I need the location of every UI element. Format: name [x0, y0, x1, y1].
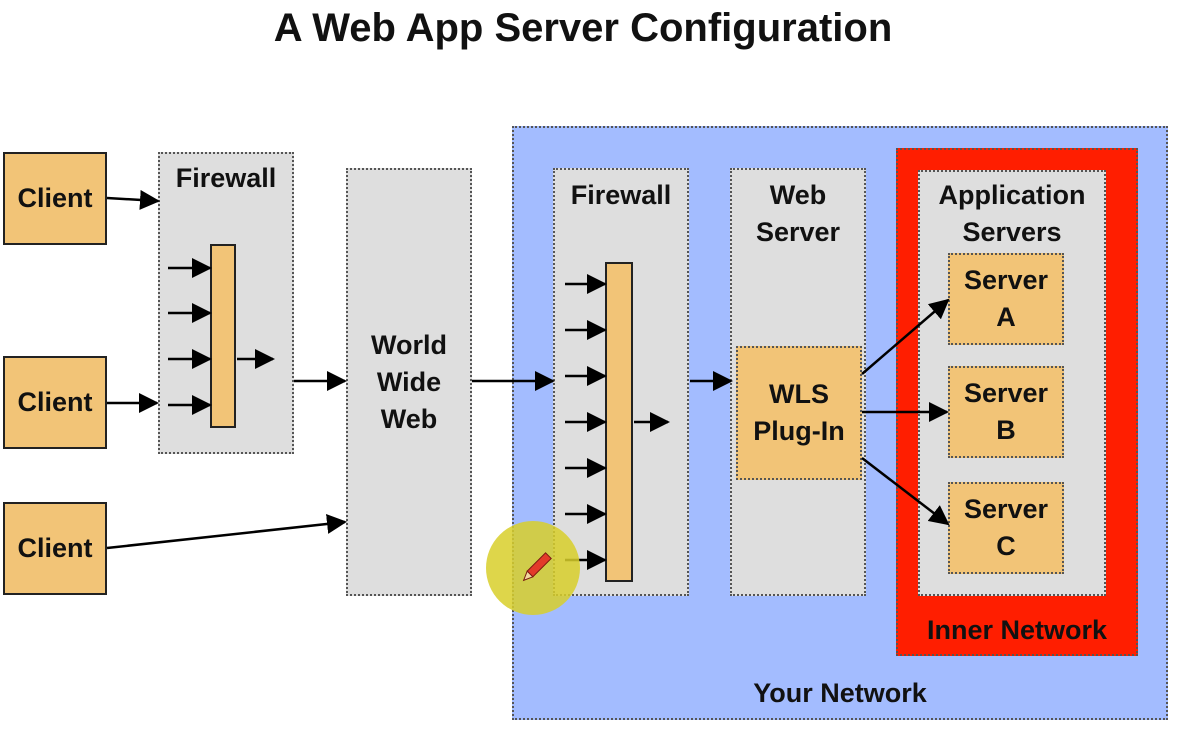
client-box-2: Client — [3, 356, 107, 449]
arrow-client1-firewall — [106, 189, 160, 210]
server-b-label-line-2: B — [996, 415, 1016, 445]
server-c-label-line-2: C — [996, 531, 1016, 561]
inner-firewall-label: Firewall — [570, 180, 672, 210]
server-b-label-line-1: Server — [963, 378, 1049, 408]
world-wide-web-panel: World Wide Web — [346, 168, 472, 596]
web-server-label: Web Server — [730, 177, 866, 251]
www-label-line-1: World — [371, 329, 447, 360]
www-label-line-3: Web — [380, 403, 438, 434]
pencil-cursor-icon — [522, 552, 552, 582]
arrow-client3-www — [106, 514, 347, 550]
application-servers-label: Application Servers — [918, 177, 1106, 251]
server-b-box: Server B — [948, 366, 1064, 458]
www-label-line-2: Wide — [376, 366, 442, 397]
server-a-box: Server A — [948, 253, 1064, 345]
server-c-label-line-1: Server — [963, 494, 1049, 524]
web-server-label-line-2: Server — [755, 217, 841, 247]
server-a-label-line-1: Server — [963, 265, 1049, 295]
inner-network-label: Inner Network — [926, 615, 1108, 645]
web-server-label-line-1: Web — [769, 180, 827, 210]
wls-plugin-box: WLS Plug-In — [736, 346, 862, 480]
wls-plugin-label-line-1: WLS — [769, 379, 829, 409]
inner-firewall-bar — [605, 262, 633, 582]
application-servers-label-line-2: Servers — [962, 217, 1062, 247]
arrow-wls-server-a — [861, 298, 950, 375]
outer-firewall-label: Firewall — [175, 163, 277, 193]
client-box-3: Client — [3, 502, 107, 595]
page-title: A Web App Server Configuration — [273, 6, 893, 50]
server-a-label-line-2: A — [996, 302, 1016, 332]
outer-firewall-bar — [210, 244, 236, 428]
application-servers-label-line-1: Application — [938, 180, 1086, 210]
your-network-label: Your Network — [753, 678, 927, 708]
client-box-1: Client — [3, 152, 107, 245]
wls-plugin-label-line-2: Plug-In — [753, 416, 845, 446]
server-c-box: Server C — [948, 482, 1064, 574]
arrow-wls-server-c — [861, 457, 950, 526]
